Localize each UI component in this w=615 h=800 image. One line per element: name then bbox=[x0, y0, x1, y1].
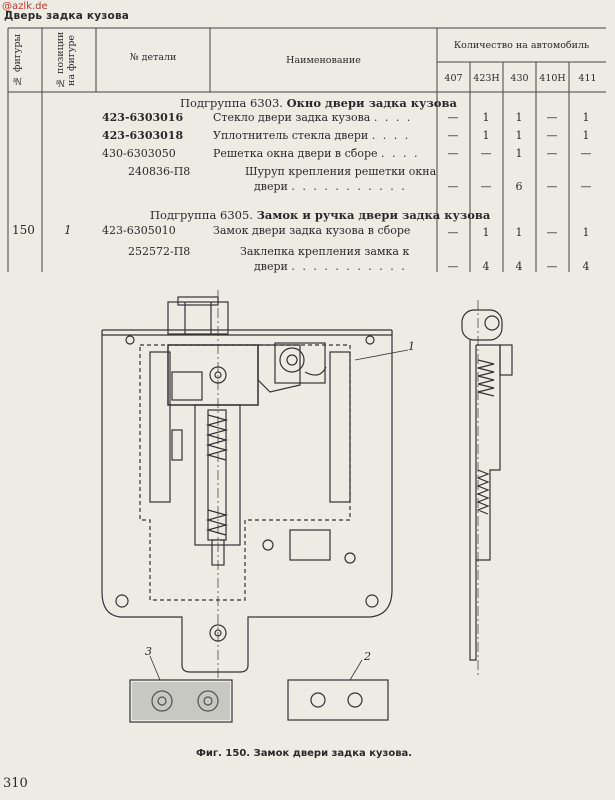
figure-caption: Фиг. 150. Замок двери задка кузова. bbox=[196, 748, 413, 759]
running-head: Дверь задка кузова bbox=[4, 10, 130, 22]
callout-3: 3 bbox=[145, 645, 152, 658]
part-name: Заклепка крепления замка к bbox=[240, 245, 410, 258]
fig-number: 150 bbox=[12, 223, 35, 237]
subgroup-title: Замок и ручка двери задка кузова bbox=[256, 208, 491, 222]
page-number: 310 bbox=[3, 776, 28, 791]
part-name-cont: двери . . . . . . . . . . . bbox=[254, 180, 407, 193]
part-number: 240836-П8 bbox=[128, 165, 191, 178]
part-number: 252572-П8 bbox=[128, 245, 191, 258]
part-number: 423-6303018 bbox=[102, 129, 184, 142]
subgroup-6303: Подгруппа 6303. Окно двери задка кузова bbox=[180, 96, 457, 110]
part-name: Шуруп крепления решетки окна bbox=[245, 165, 437, 178]
pos-number: 1 bbox=[64, 223, 72, 237]
part-number: 423-6303016 bbox=[102, 111, 184, 124]
header-qty-group: Количество на автомобиль bbox=[453, 40, 590, 51]
part-number: 423-6305010 bbox=[102, 224, 176, 237]
header-model-410n: 410Н bbox=[539, 73, 566, 84]
part-number: 430-6303050 bbox=[102, 147, 176, 160]
header-model-407: 407 bbox=[444, 73, 463, 84]
part-name: Замок двери задка кузова в сборе bbox=[213, 224, 411, 237]
header-part-no: № детали bbox=[129, 52, 177, 63]
subgroup-6305: Подгруппа 6305. Замок и ручка двери задк… bbox=[150, 208, 490, 222]
part-name: Решетка окна двери в сборе . . . . bbox=[213, 147, 420, 160]
subgroup-prefix: Подгруппа 6303. bbox=[180, 96, 283, 110]
header-model-430: 430 bbox=[510, 73, 529, 84]
header-model-423n: 423Н bbox=[473, 73, 500, 84]
callout-2: 2 bbox=[364, 650, 371, 663]
callout-1: 1 bbox=[408, 340, 415, 353]
header-name: Наименование bbox=[286, 55, 361, 66]
part-name: Стекло двери задка кузова . . . . bbox=[213, 111, 413, 124]
part-name-cont: двери . . . . . . . . . . . bbox=[254, 260, 407, 273]
part-name: Уплотнитель стекла двери . . . . bbox=[213, 129, 411, 142]
subgroup-prefix: Подгруппа 6305. bbox=[150, 208, 253, 222]
watermark: @azlk.de bbox=[2, 1, 48, 12]
header-model-411: 411 bbox=[578, 73, 597, 84]
subgroup-title: Окно двери задка кузова bbox=[286, 96, 457, 110]
